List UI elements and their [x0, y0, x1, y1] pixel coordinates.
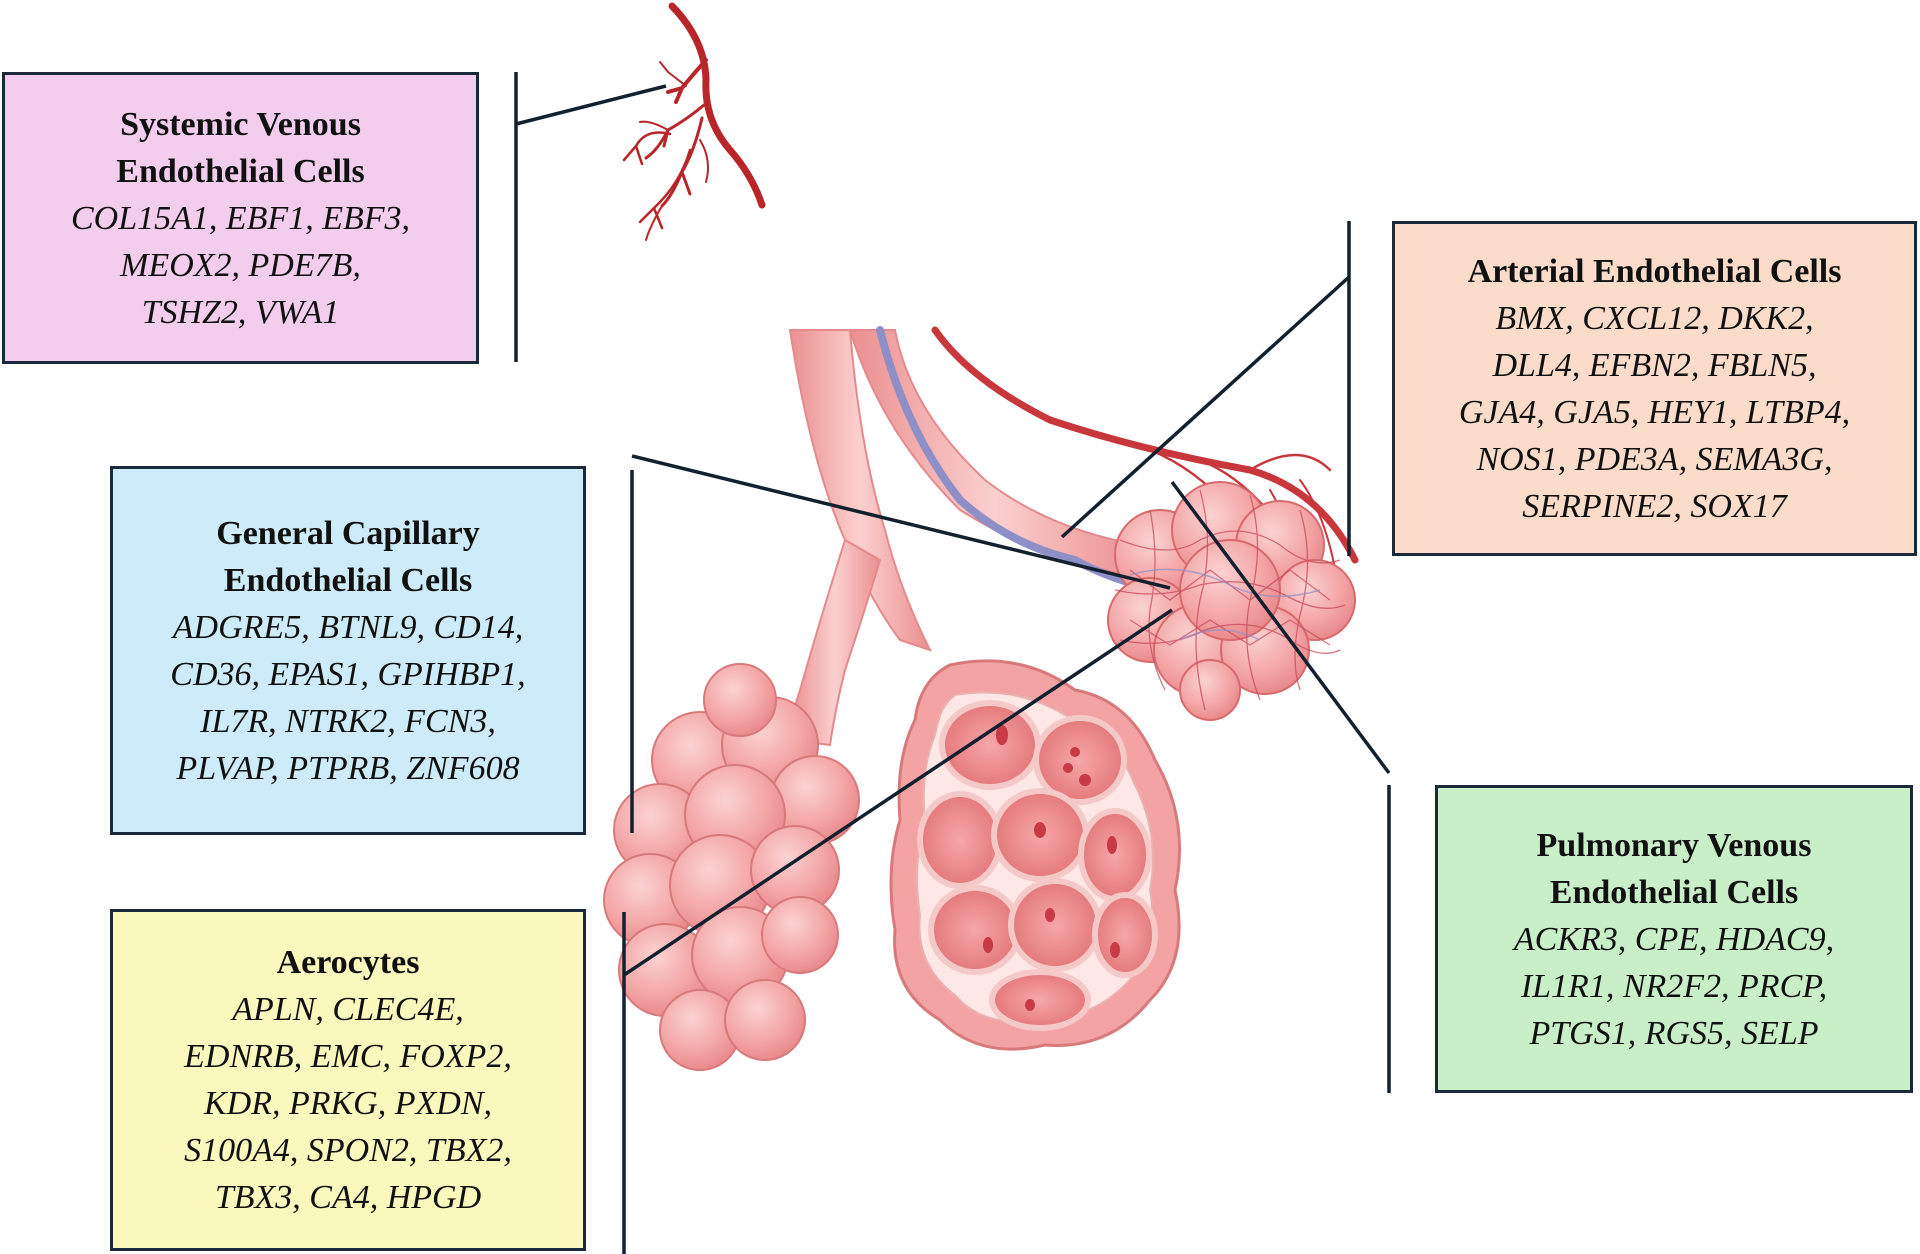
gene-list-line: IL7R, NTRK2, FCN3, [200, 702, 496, 740]
gene-list-line: BMX, CXCL12, DKK2, [1495, 299, 1814, 337]
gene-list-line: PLVAP, PTPRB, ZNF608 [176, 749, 520, 787]
box-title: Aerocytes [277, 939, 420, 986]
title-line: Arterial Endothelial Cells [1467, 252, 1842, 290]
systemic-leader-line [515, 84, 667, 126]
title-line: Pulmonary Venous [1536, 826, 1812, 864]
aerocytes-leader-line [623, 608, 1173, 977]
title-line: Endothelial Cells [223, 561, 473, 599]
gene-list-line: SERPINE2, SOX17 [1522, 487, 1787, 525]
leader-lines [514, 72, 1391, 1254]
gene-list-line: ADGRE5, BTNL9, CD14, [172, 608, 524, 646]
title-line: Systemic Venous [120, 105, 361, 143]
alveolar-sac-cluster [603, 663, 860, 1071]
box-title: Systemic Venous Endothelial Cells [116, 101, 364, 195]
arterial-leader-line [1060, 275, 1351, 539]
gene-list-line: APLN, CLEC4E, [232, 991, 464, 1028]
gene-list-line: EDNRB, EMC, FOXP2, [184, 1038, 512, 1075]
gene-list-line: ACKR3, CPE, HDAC9, [1513, 920, 1835, 958]
alveolar-sac-cross-section [889, 659, 1181, 1051]
gene-list-line: DLL4, EFBN2, FBLN5, [1492, 346, 1817, 384]
systemic-venous-endothelial-box: Systemic Venous Endothelial Cells COL15A… [2, 72, 479, 364]
title-line: Aerocytes [276, 944, 420, 981]
general-capillary-leader-line [631, 454, 1171, 590]
gene-list-line: KDR, PRKG, PXDN, [203, 1085, 493, 1122]
box-title: Pulmonary Venous Endothelial Cells [1537, 822, 1812, 916]
gene-list-line: NOS1, PDE3A, SEMA3G, [1476, 440, 1833, 478]
box-title: General Capillary Endothelial Cells [216, 510, 479, 604]
aerocytes-box: Aerocytes APLN, CLEC4E, EDNRB, EMC, FOXP… [110, 909, 586, 1251]
capillary-alveolar-cluster [1107, 481, 1356, 721]
arterial-endothelial-box: Arterial Endothelial Cells BMX, CXCL12, … [1392, 221, 1917, 556]
gene-list-line: TSHZ2, VWA1 [141, 293, 340, 331]
gene-list-line: S100A4, SPON2, TBX2, [184, 1132, 512, 1169]
general-capillary-endothelial-box: General Capillary Endothelial Cells ADGR… [110, 466, 586, 835]
gene-list-line: MEOX2, PDE7B, [120, 246, 361, 284]
title-line: Endothelial Cells [1549, 873, 1799, 911]
systemic-vessel-icon [622, 2, 766, 241]
gene-list-line: TBX3, CA4, HPGD [214, 1179, 482, 1216]
gene-list-line: GJA4, GJA5, HEY1, LTBP4, [1458, 393, 1851, 431]
pulmonary-venous-endothelial-box: Pulmonary Venous Endothelial Cells ACKR3… [1435, 785, 1913, 1093]
gene-list-line: COL15A1, EBF1, EBF3, [70, 199, 411, 237]
pulmonary-leader-line [1170, 480, 1391, 775]
gene-list-line: CD36, EPAS1, GPIHBP1, [170, 655, 526, 693]
gene-list-line: PTGS1, RGS5, SELP [1529, 1014, 1819, 1052]
box-title: Arterial Endothelial Cells [1468, 248, 1842, 295]
title-line: Endothelial Cells [116, 152, 365, 190]
gene-list-line: IL1R1, NR2F2, PRCP, [1520, 967, 1828, 1005]
title-line: General Capillary [216, 514, 480, 552]
